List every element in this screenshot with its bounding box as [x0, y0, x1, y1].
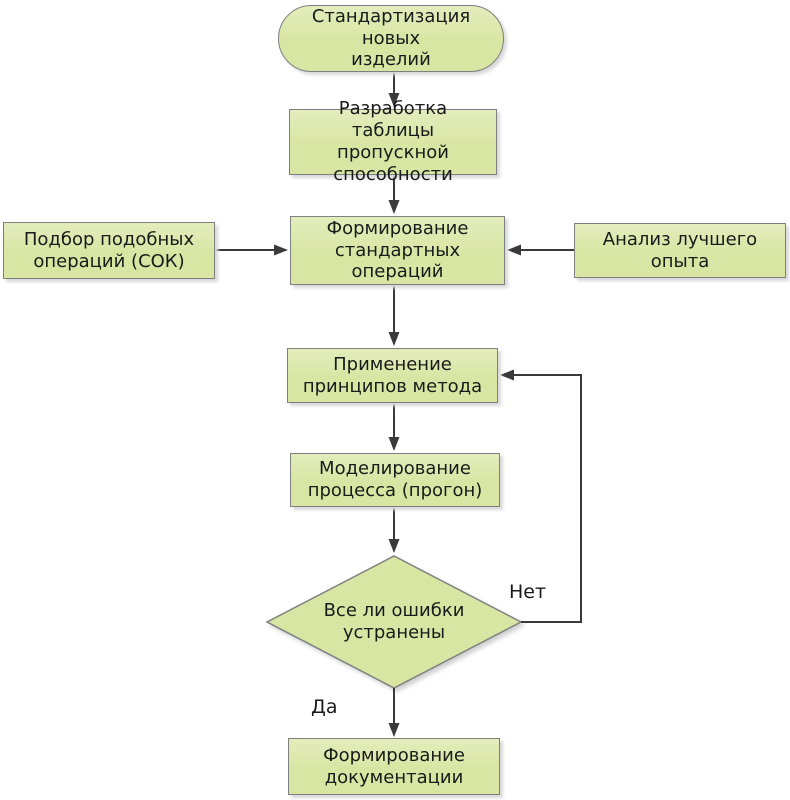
node-form-ops: Формирование стандартных операций [290, 216, 505, 285]
node-apply-principles: Применение принципов метода [287, 348, 498, 403]
node-analyze-best-label: Анализ лучшего опыта [602, 228, 758, 272]
node-form-docs-label: Формирование документации [323, 744, 465, 788]
node-develop-table-label: Разработка таблицы пропускной способност… [333, 98, 453, 185]
node-analyze-best: Анализ лучшего опыта [574, 223, 786, 278]
node-form-docs: Формирование документации [288, 738, 500, 795]
node-select-ops: Подбор подобных операций (СОК) [3, 222, 215, 279]
node-model-process-label: Моделирование процесса (прогон) [307, 458, 483, 501]
node-decision-label: Все ли ошибки устранены [323, 600, 465, 643]
node-start-label: Стандартизация новых изделий [311, 5, 471, 71]
edge-label-yes: Да [311, 696, 338, 718]
node-start: Стандартизация новых изделий [278, 5, 504, 72]
node-select-ops-label: Подбор подобных операций (СОК) [23, 228, 195, 272]
node-develop-table: Разработка таблицы пропускной способност… [289, 98, 497, 185]
node-apply-principles-label: Применение принципов метода [302, 353, 483, 397]
edge-label-no: Нет [509, 581, 547, 603]
node-model-process: Моделирование процесса (прогон) [290, 453, 500, 507]
node-form-ops-label: Формирование стандартных операций [326, 217, 469, 283]
